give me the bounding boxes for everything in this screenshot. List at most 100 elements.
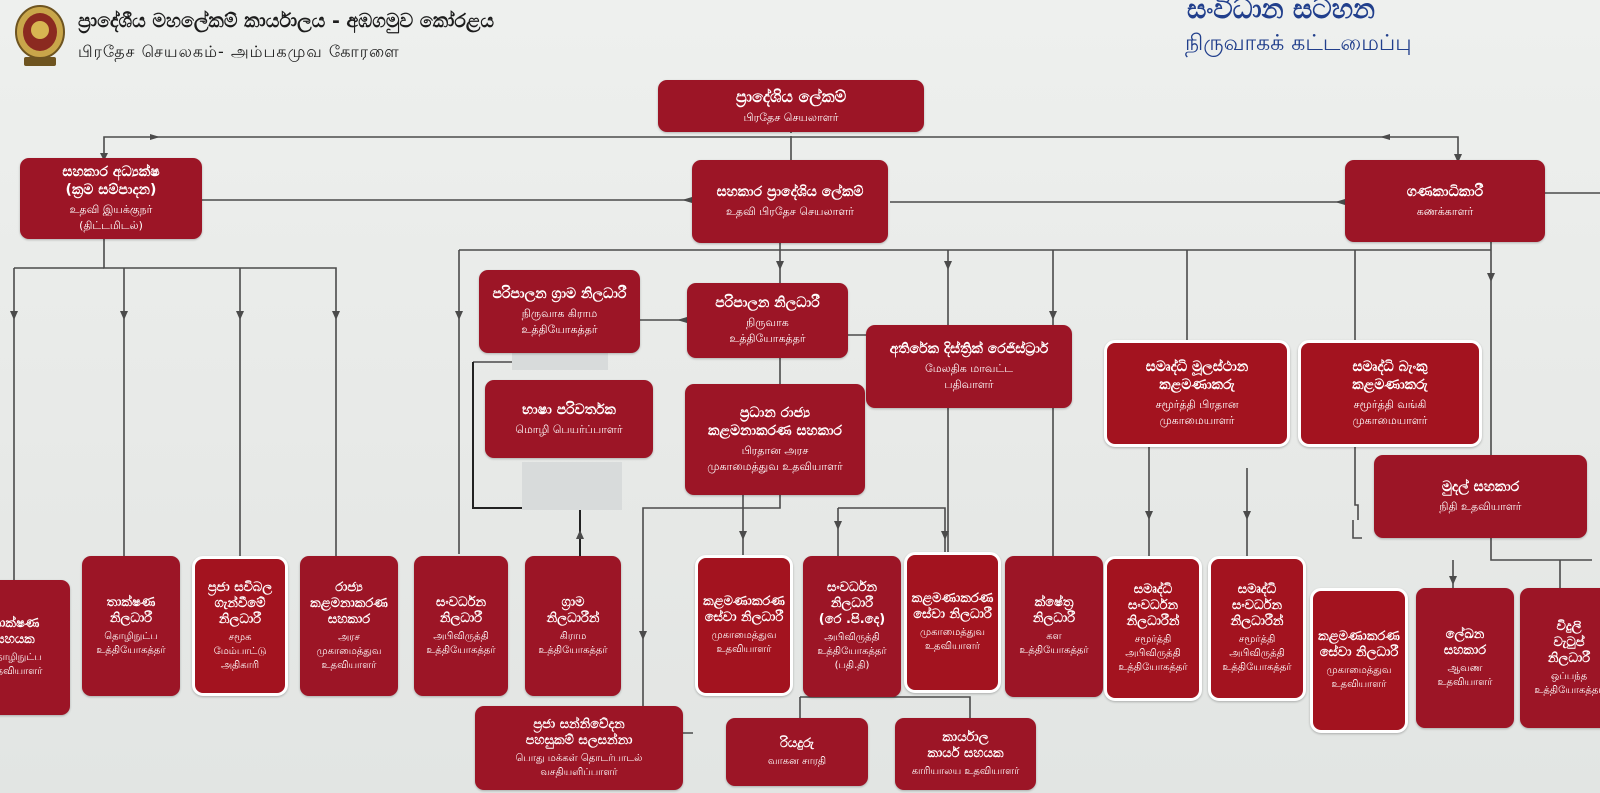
node-samurdhi-hq-manager: සමෘද්ධි මූලස්ථාන කළමණාකරු சமூர்த்தி பிரத… [1104, 340, 1290, 447]
arrow-head [10, 311, 18, 320]
connector-line [800, 696, 971, 718]
node-label-tamil: சமூர்த்தி பிரதான முகாமையாளர் [1155, 398, 1239, 427]
node-label-sinhala: කළමණාකරණ සේවා නිලධාරී [1318, 629, 1400, 660]
node-label-tamil: பொது மக்கள் தொடர்பாடல் வசதியளிப்பாளர் [515, 752, 643, 778]
node-label-sinhala: ග්‍රාම නිලධාරීන් [546, 594, 600, 626]
node-label-tamil: சமூர்த்தி அபிவிருத்தி உத்தியோகத்தர் [1222, 634, 1292, 673]
arrow-head [739, 531, 747, 540]
node-field-officer: ක්ෂේත්‍ර නිලධාරී கள உத்தியோகத்தர் [1005, 556, 1103, 697]
node-label-tamil: அபிவிருத்தி உத்தியோகத்தர் [426, 630, 496, 656]
node-label-tamil: உதவி இயக்குநர் (திட்டமிடல்) [69, 203, 153, 232]
arrow-head [834, 521, 842, 530]
node-label-sinhala: සමෘද්ධි මූලස්ථාන කළමණාකරු [1145, 359, 1249, 393]
node-chief-management-assistant: ප්‍රධාන රාජ්‍ය කළමනාකරණ සහකාර பிரதான அரச… [685, 384, 865, 495]
node-administrative-grama-niladhari: පරිපාලන ග්‍රාම නිලධාරී நிருவாக கிராம உத்… [479, 270, 640, 353]
node-accountant: ගණකාධිකාරී கணக்காளர் [1345, 160, 1545, 242]
node-label-tamil: நிருவாக உத்தியோகத்தர் [729, 316, 806, 345]
connector-line [1352, 520, 1362, 539]
node-label-tamil: மொழி பெயர்ப்பாளர் [515, 422, 623, 436]
arrow-head [1449, 576, 1457, 585]
node-label-sinhala: සමෘද්ධි සංවර්ධන නිලධාරීන් [1126, 582, 1180, 629]
arrow-head [236, 311, 244, 320]
redacted-patch [512, 348, 608, 370]
node-development-officer-registrar: සංවර්ධන නිලධාරී (රෙ .පි.දෙ) அபிவிருத்தி … [803, 556, 901, 697]
node-label-sinhala: ප්‍රජා සන්නිවේදන පහසුකම් සලසන්නා [525, 716, 633, 748]
arrow-head [1454, 154, 1462, 163]
connector-line [103, 239, 337, 556]
connector-line [838, 507, 946, 556]
node-label-tamil: உதவி பிரதேச செயலாளர் [725, 205, 855, 218]
node-samurdhi-bank-manager: සමෘද්ධි බැංකු කළමණාකරු சமூர்த்தி வங்கி ம… [1298, 340, 1482, 447]
arrow-head [1380, 134, 1390, 140]
node-label-tamil: வாகன சாரதி [767, 755, 827, 767]
node-label-tamil: கணக்காளர் [1416, 204, 1474, 218]
node-label-tamil: அபிவிருத்தி உத்தியோகத்தர் (பதி.தி) [817, 632, 887, 671]
office-name-tamil: பிரதேச செயலகம்- அம்பகமுவ கோரளை [78, 42, 400, 61]
node-office-assistant: කාර්යාල කාර්ය සහයක காரியாலய உதவியாளர் [895, 718, 1036, 790]
node-samurdhi-development-officers-2: සමෘද්ධි සංවර්ධන නිලධාරීන් சமூர்த்தி அபிவ… [1208, 556, 1306, 701]
node-label-tamil: பிரதான அரச முகாமைத்துவ உதவியாளர் [707, 444, 843, 473]
node-label-sinhala: ප්‍රජා සවිබල ගැන්වීමේ නිලධාරී [207, 579, 273, 627]
node-label-tamil: முகாமைத்துவ உதவியாளர் [1326, 665, 1392, 690]
node-label-tamil: முகாமைத்துவ உதவியாளர் [711, 630, 777, 655]
connector-line [1490, 538, 1592, 561]
arrow-head [1487, 273, 1495, 282]
office-name-sinhala: ප්‍රාදේශීය මහලේකම් කාර්යාලය - අඹගමුව කෝර… [78, 10, 495, 32]
node-label-sinhala: සමෘද්ධි සංවර්ධන නිලධාරීන් [1230, 582, 1284, 629]
node-label-tamil: நிருவாக கிராம உத்தியோகத்தர் [521, 307, 598, 336]
node-label-sinhala: පරිපාලන ග්‍රාම නිලධාරී [492, 286, 627, 302]
arrow-head [941, 531, 949, 540]
node-label-sinhala: අතිරේක දිස්ත්‍රික් රෙජිස්ට්‍රාර් [889, 341, 1049, 357]
node-technical-officer: තාක්ෂණ නිලධාරී தொழிநுட்ப உத்தியோகத்தர் [82, 556, 180, 696]
arrow-head [100, 153, 108, 161]
node-label-sinhala: ප්‍රාදේශිය ලේකම් [735, 86, 847, 106]
sri-lanka-emblem-icon [15, 5, 65, 66]
arrow-head [677, 317, 687, 323]
node-label-sinhala: කළමණාකරණ සේවා නිලධාරී [911, 591, 994, 622]
node-label-tamil: நிதி உதவியாளர் [1439, 500, 1522, 513]
node-grama-niladharis: ග්‍රාම නිලධාරීන් கிராம உத்தியோகத்தர் [525, 556, 621, 696]
arrow-head [1049, 311, 1057, 320]
node-label-tamil: கிராம உத்தியோகத்தர் [538, 630, 608, 656]
node-additional-district-registrar: අතිරේක දිස්ත්‍රික් රෙජිස්ට්‍රාර් மேலதிக … [866, 325, 1072, 408]
node-label-tamil: காரியாலய உதவியாளர் [911, 765, 1020, 777]
node-label-sinhala: ගණකාධිකාරී [1406, 183, 1484, 200]
arrow-head [1335, 199, 1345, 205]
node-label-sinhala: තාක්ෂණ සහයක [0, 616, 40, 647]
node-label-tamil: ஒப்பந்த உத்தியோகத்தர் [1534, 670, 1600, 696]
node-label-tamil: சமூர்த்தி வங்கி முகாமையாளர் [1352, 398, 1428, 427]
arrow-head [639, 631, 647, 640]
node-label-sinhala: ලේඛන සහකාර [1443, 626, 1487, 658]
node-label-tamil: தொழிநுட்ப உதவியாளர் [0, 652, 43, 677]
node-contract-officer: විදුලි වැටුප් නිලධාරී ஒப்பந்த உத்தியோகத்… [1520, 588, 1600, 728]
node-label-tamil: சமூக மேம்பாட்டு அதிகாரி [213, 631, 267, 671]
node-public-relations-facilitator: ප්‍රජා සන්නිවේදන පහසුකම් සලසන්නා பொது மக… [475, 706, 683, 790]
node-assistant-director-planning: සහකාර අධ්‍යක්ෂ (ක්‍රම සම්පාදන) உதவி இயக்… [20, 158, 202, 239]
node-record-assistant: ලේඛන සහකාර ஆவண உதவியாளர் [1416, 588, 1514, 728]
node-label-sinhala: පරිපාලන නිලධාරී [715, 295, 820, 311]
node-label-sinhala: විදුලි වැටුප් නිලධාරී [1547, 618, 1591, 666]
connector-line [103, 136, 1459, 163]
chart-title-sinhala: සංවිධාන සටහන [1187, 0, 1375, 25]
node-label-tamil: அரச முகாமைத்துவ உதவியாளர் [316, 631, 382, 671]
node-label-sinhala: සංවර්ධන නිලධාරී (රෙ .පි.දෙ) [818, 580, 886, 627]
node-label-sinhala: මුදල් සහකාර [1441, 479, 1520, 495]
node-label-tamil: சமூர்த்தி அபிவிருத்தி உத்தியோகத்தர் [1118, 634, 1188, 673]
redacted-patch [522, 462, 622, 510]
arrow-head [576, 530, 584, 539]
node-development-officer: සංවර්ධන නිලධාරී அபிவிருத்தி உத்தியோகத்தர… [414, 556, 508, 696]
arrow-head [1145, 511, 1153, 520]
node-administrative-officer: පරිපාලන නිලධාරී நிருவாக உத்தியோகத்தர் [687, 283, 848, 358]
arrow-head [455, 311, 463, 320]
node-technical-assistant: තාක්ෂණ සහයක தொழிநுட்ப உதவியாளர் [0, 580, 70, 715]
node-label-sinhala: සහකාර ප්‍රාදේශිය ලේකම් [716, 184, 864, 200]
node-public-management-assistant: රාජ්‍ය කළමනාකරණ සහකාර அரச முகாமைத்துவ உத… [300, 556, 398, 696]
node-label-tamil: பிரதேச செயலாளர் [743, 110, 839, 124]
arrow-head [1243, 511, 1251, 520]
node-assistant-divisional-secretary: සහකාර ප්‍රාදේශිය ලේකම් உதவி பிரதேச செயலா… [692, 160, 888, 243]
arrow-head [332, 311, 340, 320]
node-label-sinhala: සංවර්ධන නිලධාරී [435, 594, 487, 626]
node-translator: භාෂා පරිවර්තක மொழி பெயர்ப்பாளர் [485, 380, 653, 458]
node-samurdhi-development-officers-1: සමෘද්ධි සංවර්ධන නිලධාරීන් சமூர்த்தி அபிவ… [1104, 556, 1202, 701]
